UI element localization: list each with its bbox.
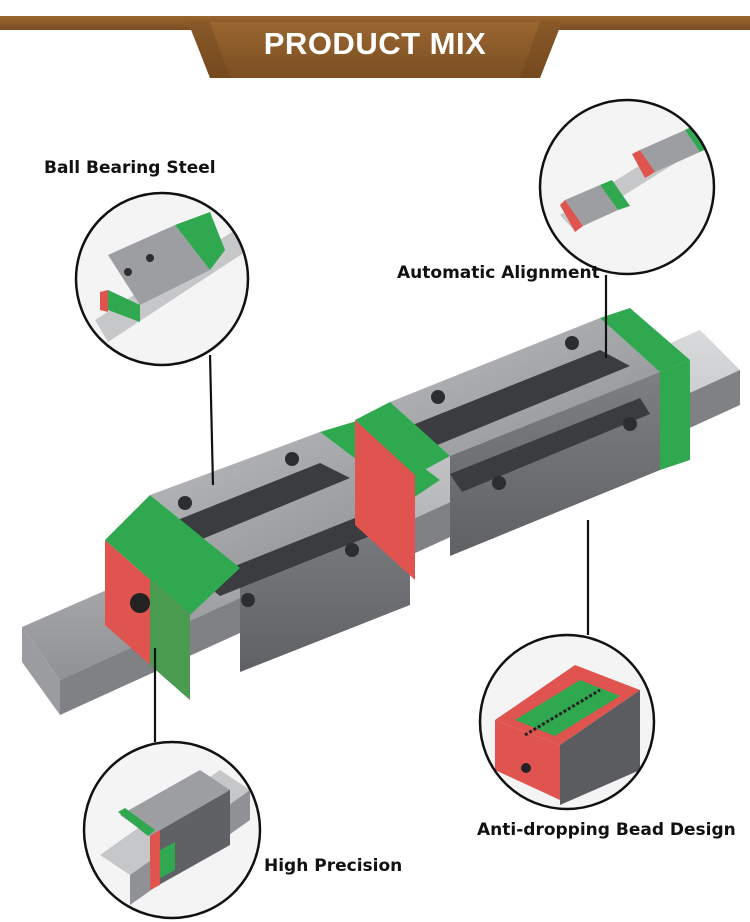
banner: [0, 16, 750, 78]
detail-circle-high-precision: [82, 740, 262, 920]
callout-automatic-alignment: Automatic Alignment: [397, 263, 600, 283]
detail-circle-anti-dropping-bead-design: [478, 633, 656, 811]
callout-anti-dropping-bead-design: Anti-dropping Bead Design: [477, 820, 736, 840]
leader-line-ball-bearing-steel: [208, 354, 215, 486]
leader-lines: [153, 275, 608, 742]
carriage-block-right: [355, 308, 690, 580]
callout-high-precision: High Precision: [264, 856, 403, 876]
detail-circle-automatic-alignment: [538, 98, 716, 276]
callout-ball-bearing-steel: Ball Bearing Steel: [44, 158, 216, 178]
detail-circle-ball-bearing-steel: [74, 191, 250, 367]
banner-title: PRODUCT MIX: [263, 26, 487, 61]
